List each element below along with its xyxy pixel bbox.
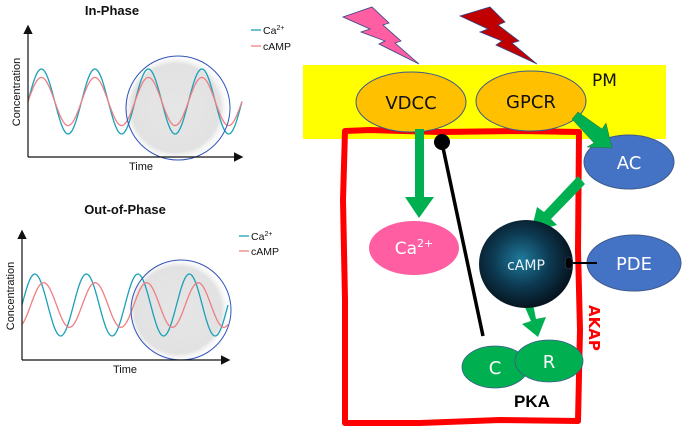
inhibition-line	[440, 142, 485, 337]
pka-r-subunit	[514, 339, 584, 383]
chart-title: In-Phase	[85, 3, 139, 18]
camp-label: cAMP	[507, 258, 545, 274]
pka-c-label: C	[489, 358, 502, 379]
y-axis-label: Concentration	[11, 58, 23, 127]
gpcr-label: GPCR	[506, 92, 556, 113]
legend: Ca2+ cAMP	[239, 231, 279, 258]
pka-r-label: R	[543, 352, 556, 373]
signaling-diagram: PM AKAP VDCC GPCR AC PDE Ca2+ cAMP	[303, 6, 682, 426]
camp-node	[479, 220, 573, 308]
stimulus-lightning-icon	[458, 6, 538, 65]
pde-inhibition-end-icon	[564, 256, 574, 270]
chart-title: Out-of-Phase	[84, 202, 166, 217]
vdcc-label: VDCC	[385, 93, 436, 114]
legend-label-camp: cAMP	[251, 246, 279, 258]
ac-node	[583, 134, 675, 190]
akap-label: AKAP	[585, 305, 603, 351]
y-axis-label: Concentration	[5, 262, 17, 331]
legend-label-camp: cAMP	[263, 41, 291, 53]
series-line-ca	[21, 273, 229, 337]
x-axis-label: Time	[113, 364, 137, 376]
legend: Ca2+ cAMP	[251, 25, 291, 53]
akap-scaffold	[340, 127, 583, 426]
stimulus-lightning-icon	[341, 6, 420, 65]
highlight-glow	[125, 257, 231, 363]
x-axis-label: Time	[129, 161, 153, 173]
legend-label-ca: Ca2+	[263, 25, 284, 37]
calcium-node	[369, 221, 459, 275]
out-of-phase-chart: Out-of-Phase Time Concentration Ca2+ cAM…	[5, 202, 279, 376]
highlight-circle	[125, 55, 231, 161]
arrow-ac-to-camp	[531, 176, 585, 232]
legend-label-ca: Ca2+	[251, 231, 272, 243]
membrane-label: PM	[592, 71, 617, 91]
series-line-camp	[21, 282, 229, 328]
gpcr-node	[475, 70, 587, 132]
series-layer	[27, 68, 243, 135]
ac-label: AC	[617, 153, 642, 174]
arrow-vdcc-to-calcium	[405, 129, 434, 218]
series-layer	[21, 273, 229, 337]
calcium-label: Ca2+	[395, 237, 434, 259]
arrow-gpcr-to-ac	[571, 111, 613, 149]
vdcc-node	[355, 71, 467, 133]
pka-label: PKA	[514, 392, 550, 411]
series-line-camp	[27, 76, 243, 127]
highlight-glow	[122, 54, 230, 162]
pde-label: PDE	[616, 254, 652, 275]
in-phase-chart: In-Phase Time Concentration Ca2+ cAMP	[11, 3, 291, 173]
inhibition-end-icon	[434, 134, 450, 150]
